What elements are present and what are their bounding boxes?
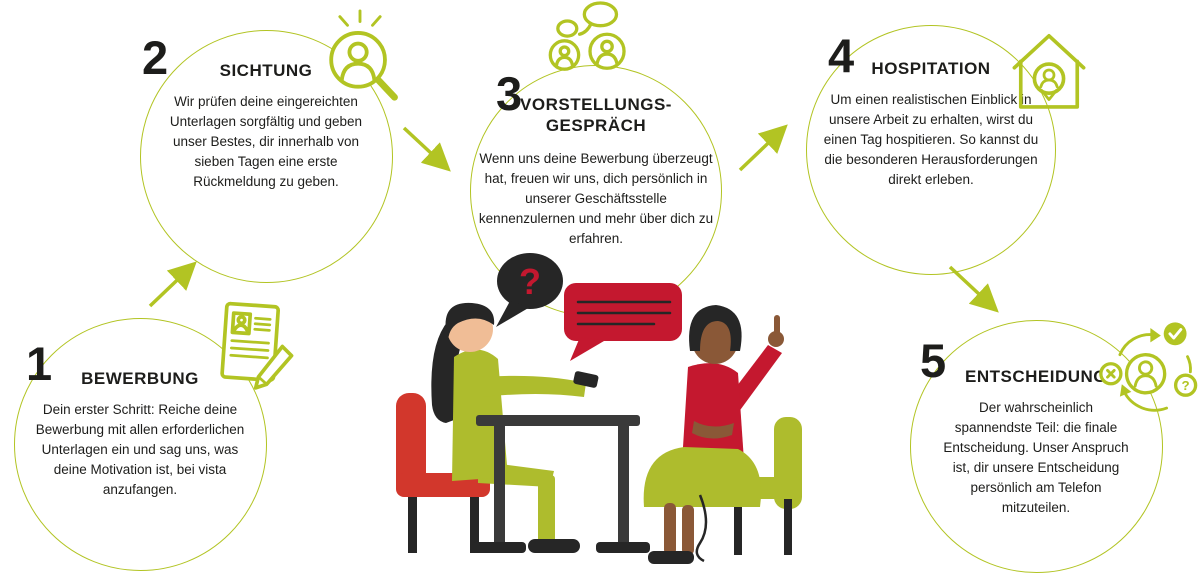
decision-cycle-icon: ?	[1099, 322, 1198, 412]
resume-pencil-icon	[220, 301, 294, 390]
step-description: Um einen realistischen Einblick in unser…	[823, 92, 1039, 187]
interview-illustration: ?	[396, 253, 802, 564]
arrow-step1-step2-icon	[148, 261, 197, 308]
question-mark: ?	[519, 261, 541, 302]
step-number: 5	[920, 334, 947, 387]
step-circle	[806, 25, 1056, 275]
step-description: Dein erster Schritt: Reiche deine Bewerb…	[35, 402, 245, 497]
table	[472, 415, 650, 553]
step-number: 2	[142, 31, 169, 84]
candidate-figure	[643, 305, 784, 564]
step-number: 4	[828, 29, 855, 82]
step-number: 3	[496, 67, 523, 120]
step-title: ENTSCHEIDUNG	[964, 367, 1107, 386]
step-title: VORSTELLUNGS-GESPRÄCH	[520, 95, 672, 136]
step-description: Der wahrscheinlich spannendste Teil: die…	[943, 400, 1129, 515]
chat-people-icon	[548, 1, 626, 71]
question-glyph: ?	[1182, 378, 1190, 393]
step-title: BEWERBUNG	[81, 369, 199, 388]
step-description: Wenn uns deine Bewerbung überzeugt hat, …	[478, 151, 714, 246]
question-speech-bubble: ?	[496, 253, 563, 327]
step-description: Wir prüfen deine eingereichten Unterlage…	[169, 94, 363, 189]
arrow-step2-step3-icon	[402, 126, 451, 172]
step-circle	[14, 318, 267, 571]
step-number: 1	[26, 337, 53, 390]
house-person-icon	[1012, 34, 1086, 109]
answer-speech-bubble	[564, 283, 682, 361]
candidate-magnifier-icon	[329, 9, 398, 101]
arrow-step4-step5-icon	[948, 265, 999, 313]
step-title: SICHTUNG	[219, 61, 313, 80]
step-circle	[140, 30, 393, 283]
step-title: HOSPITATION	[871, 59, 991, 78]
arrow-step3-step4-icon	[738, 124, 788, 172]
step-circle	[910, 320, 1163, 573]
